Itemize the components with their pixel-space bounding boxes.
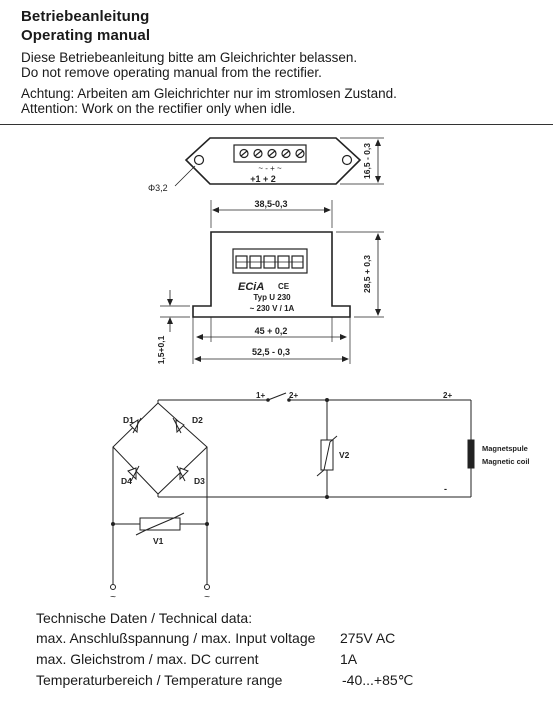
top-view: ~ - + ~ +1 + 2 Φ3,2 16,5 - 0,3: [148, 137, 384, 193]
title-english: Operating manual: [21, 27, 151, 44]
front-view: 38,5-0,3 ECiA CE Typ U 230 ~ 230 V / 1A …: [156, 199, 384, 364]
rating-label: ~ 230 V / 1A: [250, 304, 295, 313]
label-d1: D1: [123, 415, 134, 425]
diode-d4: [127, 465, 140, 482]
terminal-marks: ~ - + ~: [258, 164, 282, 173]
tech-row-input-voltage: max. Anschlußspannung / max. Input volta…: [36, 630, 395, 646]
front-width-mid-dimension: 45 + 0,2: [255, 326, 288, 336]
tech-row-temperature: Temperaturbereich / Temperature range -4…: [36, 672, 413, 688]
terminal-block-top: [233, 144, 307, 163]
terminal-block-front: [232, 248, 308, 274]
circuit-diagram: D1 D2 D4 D3 1+ 2+ 2+ - V2: [110, 391, 530, 603]
diode-d3: [176, 465, 189, 482]
ce-mark: CE: [278, 282, 290, 291]
type-label: Typ U 230: [253, 293, 291, 302]
label-d4: D4: [121, 476, 132, 486]
switch-right-label: 2+: [289, 391, 298, 400]
title-german: Betriebeanleitung: [21, 8, 150, 25]
note-german: Diese Betriebeanleitung bitte am Gleichr…: [21, 50, 358, 65]
label-d2: D2: [192, 415, 203, 425]
header-divider: [0, 124, 553, 125]
ac-terminal-right: [204, 584, 210, 590]
label-v1: V1: [153, 536, 164, 546]
tech-value: 1A: [340, 651, 358, 667]
front-height-dimension: 28,5 + 0,3: [362, 255, 372, 293]
switch-left-label: 1+: [256, 391, 265, 400]
tech-label: max. Anschlußspannung / max. Input volta…: [36, 630, 316, 646]
coil-label-de: Magnetspule: [482, 444, 528, 453]
output-plus-label: 2+: [443, 391, 452, 400]
tech-label: max. Gleichstrom / max. DC current: [36, 651, 259, 667]
front-width-total-dimension: 52,5 - 0,3: [252, 347, 290, 357]
diode-d1: [129, 417, 142, 434]
tech-data-title: Technische Daten / Technical data:: [36, 610, 253, 626]
label-d3: D3: [194, 476, 205, 486]
tech-value: -40...+85℃: [342, 672, 414, 688]
magnetic-coil: [467, 439, 475, 469]
terminal-label: +1 + 2: [250, 174, 276, 184]
ac-symbol-right: ~: [204, 592, 210, 603]
base-thickness-dimension: 1,5+0,1: [156, 335, 166, 364]
note-english: Do not remove operating manual from the …: [21, 65, 322, 80]
mounting-hole-left: [193, 154, 205, 166]
tech-label: Temperaturbereich / Temperature range: [36, 672, 283, 688]
technical-drawing: ~ - + ~ +1 + 2 Φ3,2 16,5 - 0,3 38,5-0,3: [110, 137, 530, 603]
switch: [267, 392, 287, 401]
tech-row-dc-current: max. Gleichstrom / max. DC current 1A: [36, 651, 357, 667]
warning-english: Attention: Work on the rectifier only wh…: [21, 101, 296, 116]
front-width-top-dimension: 38,5-0,3: [254, 199, 287, 209]
top-view-outline: [184, 137, 362, 185]
warning-german: Achtung: Arbeiten am Gleichrichter nur i…: [21, 86, 397, 101]
ac-terminal-left: [110, 584, 116, 590]
tech-value: 275V AC: [340, 630, 396, 646]
ac-symbol-left: ~: [110, 592, 116, 603]
output-minus-label: -: [444, 484, 447, 494]
coil-label-en: Magnetic coil: [482, 457, 530, 466]
diode-d2: [172, 417, 185, 434]
mounting-hole-right: [341, 154, 353, 166]
hole-diameter-label: Φ3,2: [148, 183, 168, 193]
brand-logo: ECiA: [238, 281, 264, 293]
label-v2: V2: [339, 450, 350, 460]
top-height-dimension: 16,5 - 0,3: [362, 143, 372, 179]
